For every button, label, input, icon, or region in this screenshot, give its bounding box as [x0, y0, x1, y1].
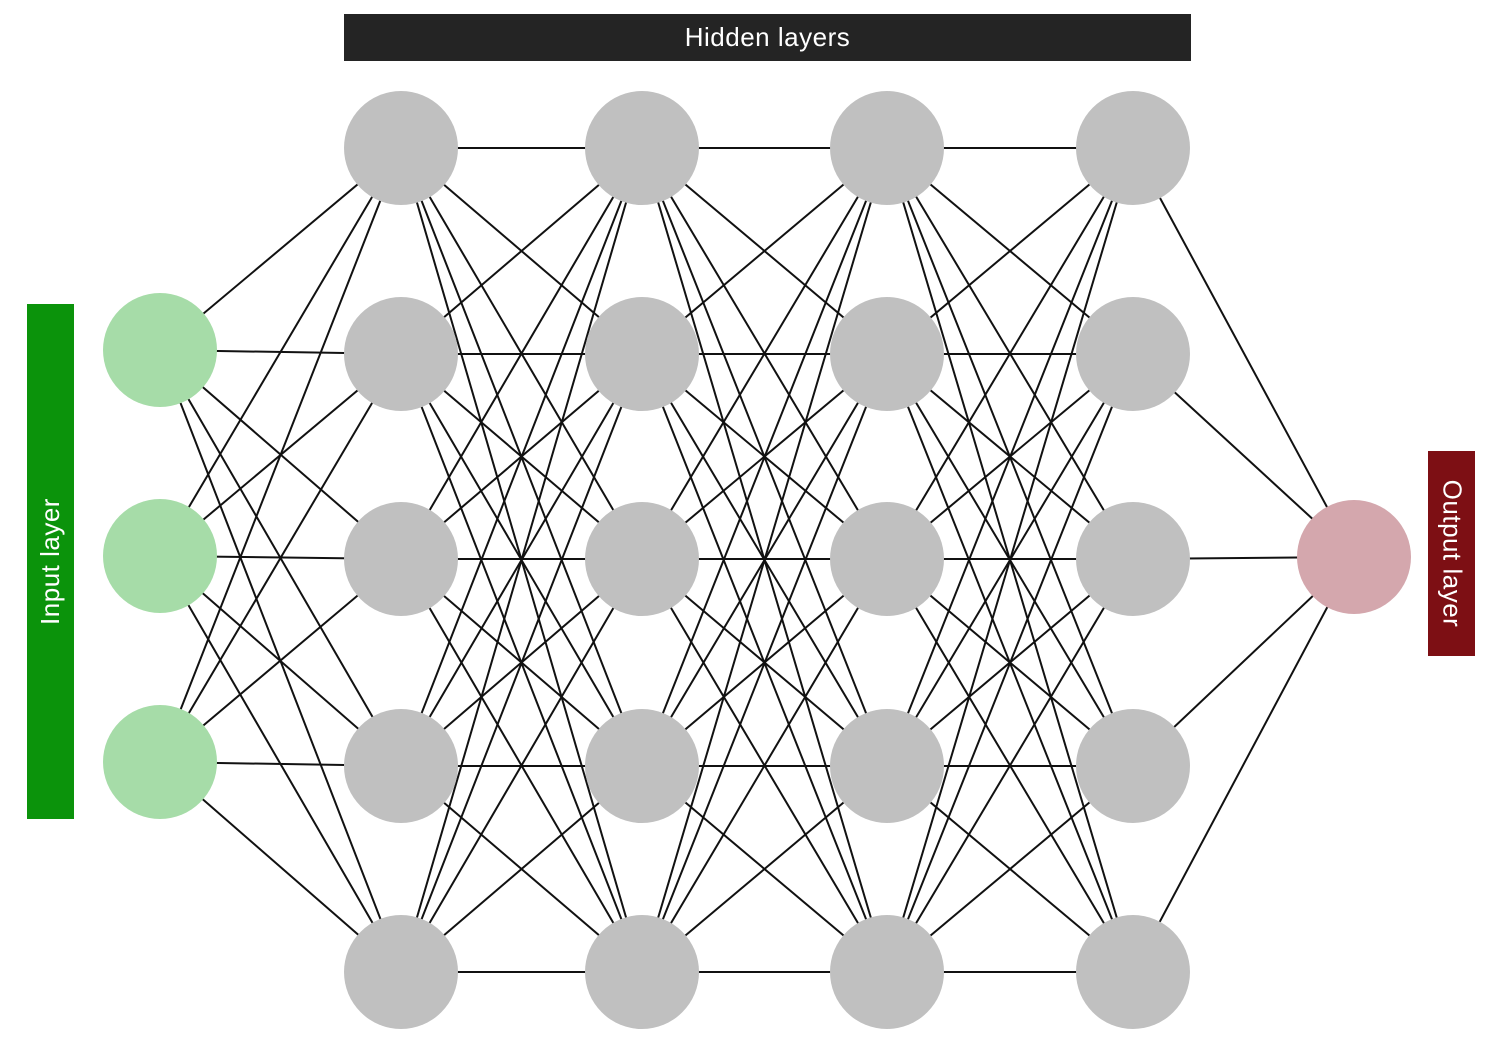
edge-l2n3-l3n0 [641, 147, 888, 767]
hidden-node-l4-2 [1076, 297, 1190, 411]
hidden-node-l3-1 [830, 91, 944, 205]
neuron-nodes [103, 91, 1411, 1029]
output-node-1 [1297, 500, 1411, 614]
hidden-node-l1-2 [344, 297, 458, 411]
hidden-node-l3-3 [830, 502, 944, 616]
edge-l2n4-l3n1 [641, 353, 888, 973]
edge-l4n4-l5n0 [1132, 556, 1355, 973]
hidden-node-l2-5 [585, 915, 699, 1029]
hidden-layers-text: Hidden layers [684, 22, 851, 52]
edge-l0n2-l1n0 [159, 147, 402, 763]
hidden-node-l4-1 [1076, 91, 1190, 205]
hidden-node-l4-3 [1076, 502, 1190, 616]
edge-l3n4-l4n2 [886, 558, 1134, 973]
hidden-node-l3-5 [830, 915, 944, 1029]
edge-l3n2-l4n0 [886, 147, 1134, 560]
edge-l1n4-l2n0 [400, 147, 643, 973]
output-layer-label: Output layer [1428, 451, 1475, 656]
hidden-node-l2-3 [585, 502, 699, 616]
input-node-3 [103, 705, 217, 819]
edge-l1n3-l2n0 [400, 147, 643, 767]
hidden-node-l1-1 [344, 91, 458, 205]
hidden-layers-label: Hidden layers [344, 14, 1191, 61]
edge-l4n0-l5n0 [1132, 147, 1355, 558]
hidden-node-l3-2 [830, 297, 944, 411]
hidden-node-l2-4 [585, 709, 699, 823]
hidden-node-l2-2 [585, 297, 699, 411]
edge-l2n4-l3n2 [641, 558, 888, 973]
hidden-node-l4-5 [1076, 915, 1190, 1029]
edge-l3n4-l4n1 [886, 353, 1134, 973]
edge-l1n4-l2n1 [400, 353, 643, 973]
input-node-2 [103, 499, 217, 613]
edge-l2n4-l3n0 [641, 147, 888, 973]
input-layer-text: Input layer [35, 498, 65, 625]
edge-l1n4-l2n2 [400, 558, 643, 973]
hidden-node-l4-4 [1076, 709, 1190, 823]
edge-l1n2-l2n0 [400, 147, 643, 560]
edge-l0n2-l1n1 [159, 353, 402, 763]
input-layer-label: Input layer [27, 304, 74, 819]
edge-l3n3-l4n0 [886, 147, 1134, 767]
hidden-node-l2-1 [585, 91, 699, 205]
input-node-1 [103, 293, 217, 407]
hidden-node-l1-3 [344, 502, 458, 616]
edge-l2n2-l3n0 [641, 147, 888, 560]
edge-l3n4-l4n0 [886, 147, 1134, 973]
edge-l0n1-l1n0 [159, 147, 402, 557]
hidden-node-l1-5 [344, 915, 458, 1029]
output-layer-text: Output layer [1437, 479, 1468, 628]
hidden-node-l1-4 [344, 709, 458, 823]
hidden-node-l3-4 [830, 709, 944, 823]
